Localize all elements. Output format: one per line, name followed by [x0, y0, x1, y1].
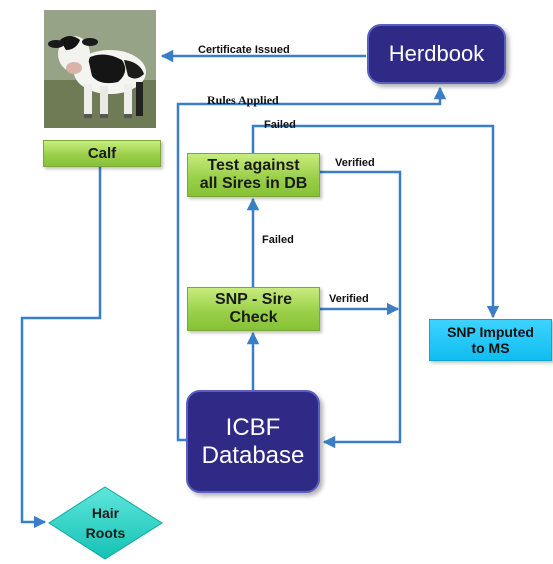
- arrow-verified-top: [320, 170, 402, 449]
- calf-node: Calf: [43, 140, 161, 167]
- hair-roots-node: Hair Roots: [47, 485, 164, 561]
- snp-sire-check-node: SNP - Sire Check: [187, 287, 320, 331]
- snp-imputed-node: SNP Imputed to MS: [429, 319, 552, 361]
- label-verified-mid: Verified: [329, 293, 369, 305]
- label-failed-mid: Failed: [262, 234, 294, 246]
- arrow-failed-top: [251, 124, 500, 319]
- calf-photo: [44, 10, 156, 128]
- hair-roots-diamond: [48, 486, 163, 560]
- test-all-sires-node: Test against all Sires in DB: [187, 153, 320, 197]
- herdbook-node: Herdbook: [367, 24, 506, 84]
- hair-roots-label: Hair Roots: [85, 505, 126, 541]
- label-verified-top: Verified: [335, 157, 375, 169]
- label-failed-top: Failed: [264, 119, 296, 131]
- label-rules-applied: Rules Applied: [207, 93, 279, 107]
- calf-illustration: [44, 10, 156, 128]
- label-certificate-issued: Certificate Issued: [198, 44, 290, 56]
- arrow-rules-applied: [176, 86, 447, 442]
- arrow-calf-to-hair-roots: [20, 167, 102, 529]
- icbf-database-node: ICBF Database: [186, 390, 320, 493]
